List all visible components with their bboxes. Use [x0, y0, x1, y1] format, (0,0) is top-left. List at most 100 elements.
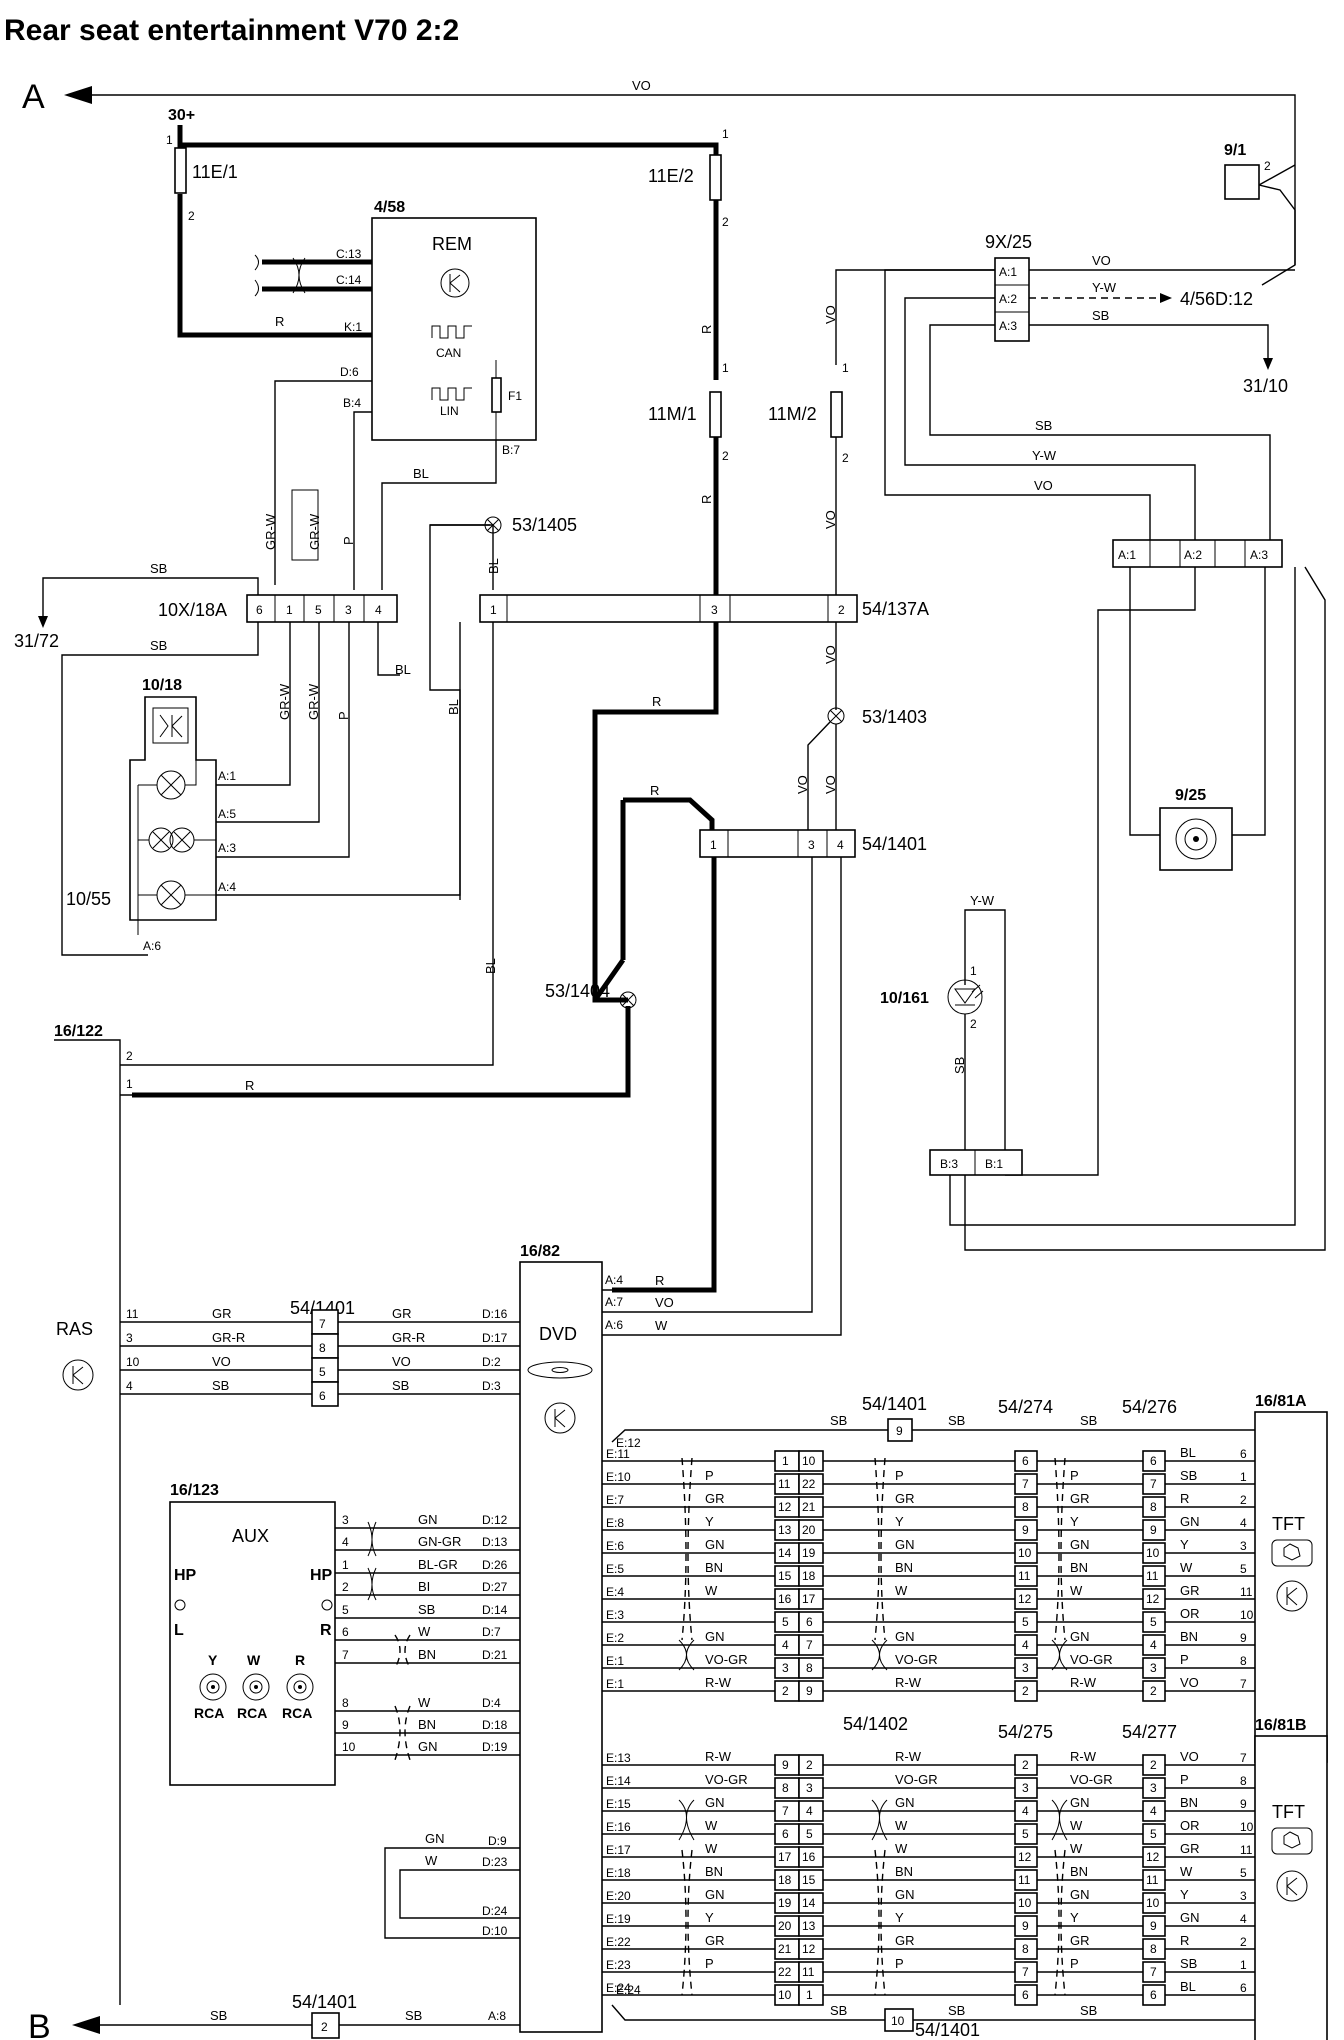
conn-cell: [1142, 1984, 1166, 2006]
conn-cell-num: 12: [802, 1942, 816, 1956]
wire-sb-e24: [611, 2004, 1262, 2021]
dvd-e-pin: E:15: [606, 1797, 631, 1811]
tft-pin: 9: [1240, 1797, 1247, 1811]
c16-123-label: 16/123: [170, 1482, 219, 1499]
conn-cell-num: 12: [1146, 1850, 1160, 1864]
harness-label: GN: [1070, 1629, 1090, 1644]
conn-cell: [798, 1450, 824, 1472]
conn-cell-num: 2: [1150, 1758, 1157, 1772]
conn-cell-num: 6: [806, 1615, 813, 1629]
lamp-wiring: [137, 742, 216, 935]
wire-label-vo-top: VO: [632, 78, 651, 93]
aux-wire-label: GN: [418, 1512, 438, 1527]
dvd-pin-left: D:26: [482, 1558, 508, 1572]
wire-label-vo-1: VO: [823, 305, 838, 324]
conn-cell-num: 21: [778, 1942, 792, 1956]
conn-cell: [1014, 1496, 1038, 1518]
wire-label-grw: GR-W: [263, 513, 278, 550]
fuse-11e2: [709, 154, 722, 201]
conn-cell: [1014, 1823, 1038, 1845]
pin-label: 1: [842, 361, 849, 375]
wire-sb-e12: [611, 1429, 1262, 1443]
conn-cell-num: 11: [802, 1965, 815, 1979]
c925-pin: A:1: [1118, 548, 1136, 562]
fuse-f1-label: F1: [508, 389, 522, 403]
dvd-pin-left: D:13: [482, 1535, 508, 1549]
aux-wire-label: BN: [418, 1647, 436, 1662]
twist-mark: [678, 1799, 695, 1841]
conn-cell-num: 9: [806, 1684, 813, 1698]
rem-module: [371, 217, 537, 441]
led-icon: [947, 979, 984, 1015]
wire-bl-4: [377, 622, 400, 676]
lin-bus-icon: [431, 387, 472, 401]
wire-p-b4: [353, 411, 372, 590]
conn-cell-num: 4: [1150, 1638, 1157, 1652]
wire-r-1404-b: [592, 958, 626, 1002]
fuse-11m1: [709, 391, 722, 438]
conn-cell-num: 11: [1146, 1569, 1159, 1583]
ras-pin: 11: [126, 1307, 139, 1321]
dvd-pin-top: A:6: [605, 1318, 623, 1332]
twist-mark: [1051, 1639, 1068, 1671]
harness-label: VO-GR: [705, 1652, 748, 1667]
harness-label: VO-GR: [895, 1652, 938, 1667]
conn-cell: [1014, 1938, 1038, 1960]
conn-cell: [798, 1800, 824, 1822]
conn-cell: [798, 1519, 824, 1541]
harness-label: P: [1180, 1772, 1189, 1787]
wire-sb-a3: [929, 324, 1271, 540]
can-bus-icon: [431, 325, 472, 339]
fuse-11e1-label: 11E/1: [192, 162, 238, 182]
wire-grw-a5: [216, 622, 320, 823]
conn-cell: [798, 1823, 824, 1845]
dvd-e24: E:24: [616, 1983, 641, 1997]
wire-label-r-3: R: [652, 694, 661, 709]
shield-mark: [1054, 1849, 1066, 1996]
harness-label: P: [1180, 1652, 1189, 1667]
conn-cell-num: 22: [778, 1965, 792, 1979]
harness-label: GN: [1070, 1795, 1090, 1810]
conn-cell: [798, 1892, 824, 1914]
dvd-e-pin: E:7: [606, 1493, 624, 1507]
pin-label: 2: [126, 1049, 133, 1063]
conn-cell: [798, 1961, 824, 1983]
harness-label: VO: [1180, 1675, 1199, 1690]
ground-3110: 31/10: [1243, 376, 1288, 396]
conn-cell: [1142, 1938, 1166, 1960]
aux-w: W: [247, 1652, 261, 1668]
conn-cell: [798, 1588, 824, 1610]
harness-label: R: [1180, 1491, 1189, 1506]
harness-label: Y: [1070, 1514, 1079, 1529]
wire-w-a6: [612, 857, 842, 1336]
c9-25-label: 9/25: [1175, 787, 1206, 804]
dvd-e-pin: E:14: [606, 1774, 631, 1788]
twist-mark: [367, 1567, 377, 1601]
connector-54-137a: [479, 594, 858, 623]
conn-cell-num: 8: [782, 1781, 789, 1795]
c9x25-pin: A:1: [999, 265, 1017, 279]
harness-label: OR: [1180, 1606, 1200, 1621]
wire-label-sb-9: SB: [948, 1413, 965, 1428]
aux-pin: 2: [342, 1580, 349, 1594]
conn-cell: [798, 1496, 824, 1518]
conn-cell: [1142, 1777, 1166, 1799]
conn-cell-num: 11: [1018, 1873, 1031, 1887]
arrow-down-icon: [1263, 358, 1273, 370]
dvd-pin-top: A:4: [605, 1273, 623, 1287]
ras-wire-label: SB: [392, 1378, 409, 1393]
harness-label: VO-GR: [705, 1772, 748, 1787]
wire-sb-9-25: [949, 567, 1296, 1226]
harness-label: W: [895, 1818, 908, 1833]
tft-pin: 10: [1240, 1608, 1254, 1622]
conn-cell-num: 10: [1146, 1546, 1160, 1560]
conn-cell-num: 6: [1022, 1454, 1029, 1468]
conn-cell-num: 10: [778, 1988, 792, 2002]
connector-10x18a: [246, 594, 398, 623]
wire-r-1401: [623, 797, 715, 830]
aux-pin: 5: [342, 1603, 349, 1617]
dvd-e-pin: E:23: [606, 1958, 631, 1972]
conn-cell-num: 6: [1022, 1988, 1029, 2002]
harness-label: BN: [1070, 1864, 1088, 1879]
